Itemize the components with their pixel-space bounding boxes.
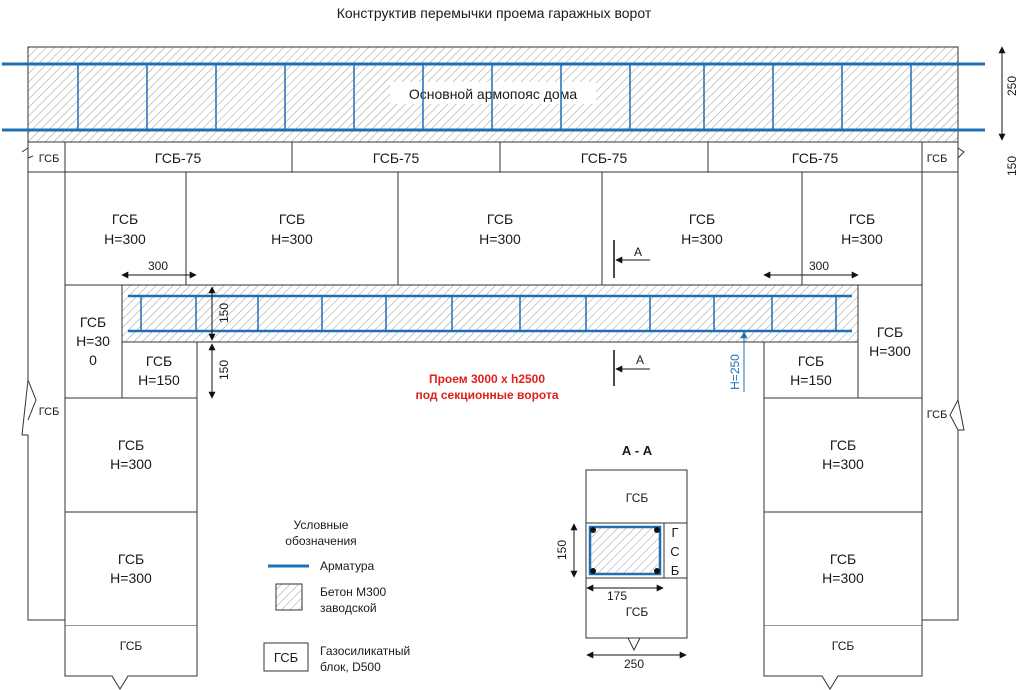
legend-block-swatch [263, 642, 309, 672]
legend-title-2: обозначения [285, 534, 356, 548]
upper-gsb-row [64, 171, 923, 286]
svg-text:150: 150 [217, 360, 231, 380]
svg-text:H=300: H=300 [681, 231, 723, 247]
legend-title-1: Условные [294, 518, 349, 532]
legend-block-1: Газосиликатный [320, 644, 410, 658]
right-support-blocks [763, 284, 923, 627]
gsb75-block-4: ГСБ-75 [792, 150, 839, 166]
gsb150-right-2: H=150 [790, 372, 832, 388]
left-support-blocks [64, 284, 198, 627]
gsb-left-small-2: H=30 [76, 333, 110, 349]
h250-dimension: H=250 [728, 331, 748, 392]
upper-gsb-labels: ГСБ H=300 ГСБ H=300 ГСБ H=300 ГСБ H=300 … [104, 211, 883, 247]
gsb-right-lower2-b: H=300 [822, 570, 864, 586]
section-aa: А - А ГСБ ГСБ Г С Б 150 175 250 [555, 443, 688, 671]
gsb75-row [64, 141, 923, 173]
gsb-right-lower2-a: ГСБ [830, 551, 856, 567]
gsb-left-lower2-b: H=300 [110, 570, 152, 586]
lintel-beam [121, 284, 859, 343]
dimension-300-right: 300 [763, 259, 859, 279]
legend-rebar-label: Арматура [320, 559, 375, 573]
dimension-150-side: 150 [1005, 156, 1019, 176]
lintel-rebar [128, 294, 852, 333]
gsb75-block-2: ГСБ-75 [373, 150, 420, 166]
svg-text:ГСБ: ГСБ [689, 211, 715, 227]
side-gsb-right-top: ГСБ [927, 153, 948, 165]
diagram-title: Конструктив перемычки проема гаражных во… [337, 5, 652, 21]
svg-text:H=300: H=300 [841, 231, 883, 247]
side-gsb-left-mid: ГСБ [39, 406, 60, 418]
section-gsb-top: ГСБ [626, 491, 649, 505]
section-dim-175: 175 [607, 589, 627, 603]
gsb150-height-dimension: 150 [208, 343, 231, 399]
section-mark-lower: А [613, 350, 650, 386]
main-belt: Основной армопояс дома [27, 46, 959, 143]
dimension-300-left: 300 [121, 259, 197, 279]
gsb-right-lower1-b: H=300 [822, 456, 864, 472]
lintel-height-dimension: 150 [208, 286, 231, 341]
svg-text:H=300: H=300 [271, 231, 313, 247]
gsb-bottom-left: ГСБ [120, 639, 143, 653]
section-gsb-vert-3: Б [671, 563, 680, 578]
gsb-left-small-3: 0 [89, 352, 97, 368]
gsb150-left-1: ГСБ [146, 353, 172, 369]
opening-label-line1: Проем 3000 х h2500 [429, 372, 545, 386]
belt-label-bg [390, 82, 596, 104]
svg-text:H=250: H=250 [728, 354, 742, 390]
legend-concrete-swatch [275, 583, 303, 611]
section-gsb-vert-2: С [670, 544, 679, 559]
legend-concrete-1: Бетон М300 [320, 585, 386, 599]
svg-text:H=300: H=300 [479, 231, 521, 247]
gsb150-right-1: ГСБ [798, 353, 824, 369]
legend-concrete-2: заводской [320, 601, 377, 615]
section-gsb-vert-1: Г [671, 525, 678, 540]
section-dim-250: 250 [624, 657, 644, 671]
gsb75-block-1: ГСБ-75 [155, 150, 202, 166]
section-mark-upper: А [613, 240, 650, 278]
belt-height-dimension: 250 [998, 46, 1019, 141]
gsb-left-lower2-a: ГСБ [118, 551, 144, 567]
gsb-left-lower1-a: ГСБ [118, 437, 144, 453]
svg-text:250: 250 [1005, 76, 1019, 96]
side-gsb-right-mid: ГСБ [927, 409, 948, 421]
svg-text:300: 300 [148, 259, 168, 273]
belt-label: Основной армопояс дома [409, 86, 577, 102]
legend: Условные обозначения Арматура Бетон М300… [263, 518, 410, 674]
svg-text:ГСБ: ГСБ [279, 211, 305, 227]
gsb-right-lower1-a: ГСБ [830, 437, 856, 453]
section-rebar-dots [590, 527, 660, 574]
gsb-left-small-1: ГСБ [80, 314, 106, 330]
gsb-bottom-right: ГСБ [832, 639, 855, 653]
gsb-left-lower1-b: H=300 [110, 456, 152, 472]
svg-text:А: А [634, 245, 642, 259]
side-wall-caps [27, 141, 959, 173]
svg-text:H=300: H=300 [104, 231, 146, 247]
svg-text:ГСБ: ГСБ [487, 211, 513, 227]
svg-text:300: 300 [809, 259, 829, 273]
gsb75-block-3: ГСБ-75 [581, 150, 628, 166]
belt-rebar [2, 62, 985, 132]
section-gsb-bottom: ГСБ [626, 605, 649, 619]
side-gsb-left-top: ГСБ [39, 153, 60, 165]
legend-block-2: блок, D500 [320, 660, 381, 674]
legend-block-box-label: ГСБ [274, 650, 298, 665]
svg-text:ГСБ: ГСБ [849, 211, 875, 227]
gsb150-left-2: H=150 [138, 372, 180, 388]
bottom-broken-blocks [64, 626, 923, 690]
svg-text:150: 150 [217, 303, 231, 323]
section-dim-150: 150 [555, 540, 569, 560]
svg-text:ГСБ: ГСБ [112, 211, 138, 227]
opening-label-line2: под секционные ворота [415, 388, 558, 402]
cap-break-lines [21, 147, 965, 159]
section-aa-title: А - А [622, 443, 653, 458]
svg-text:А: А [636, 353, 644, 367]
gsb-right-small-1: ГСБ [877, 324, 903, 340]
gsb-right-small-2: H=300 [869, 343, 911, 359]
